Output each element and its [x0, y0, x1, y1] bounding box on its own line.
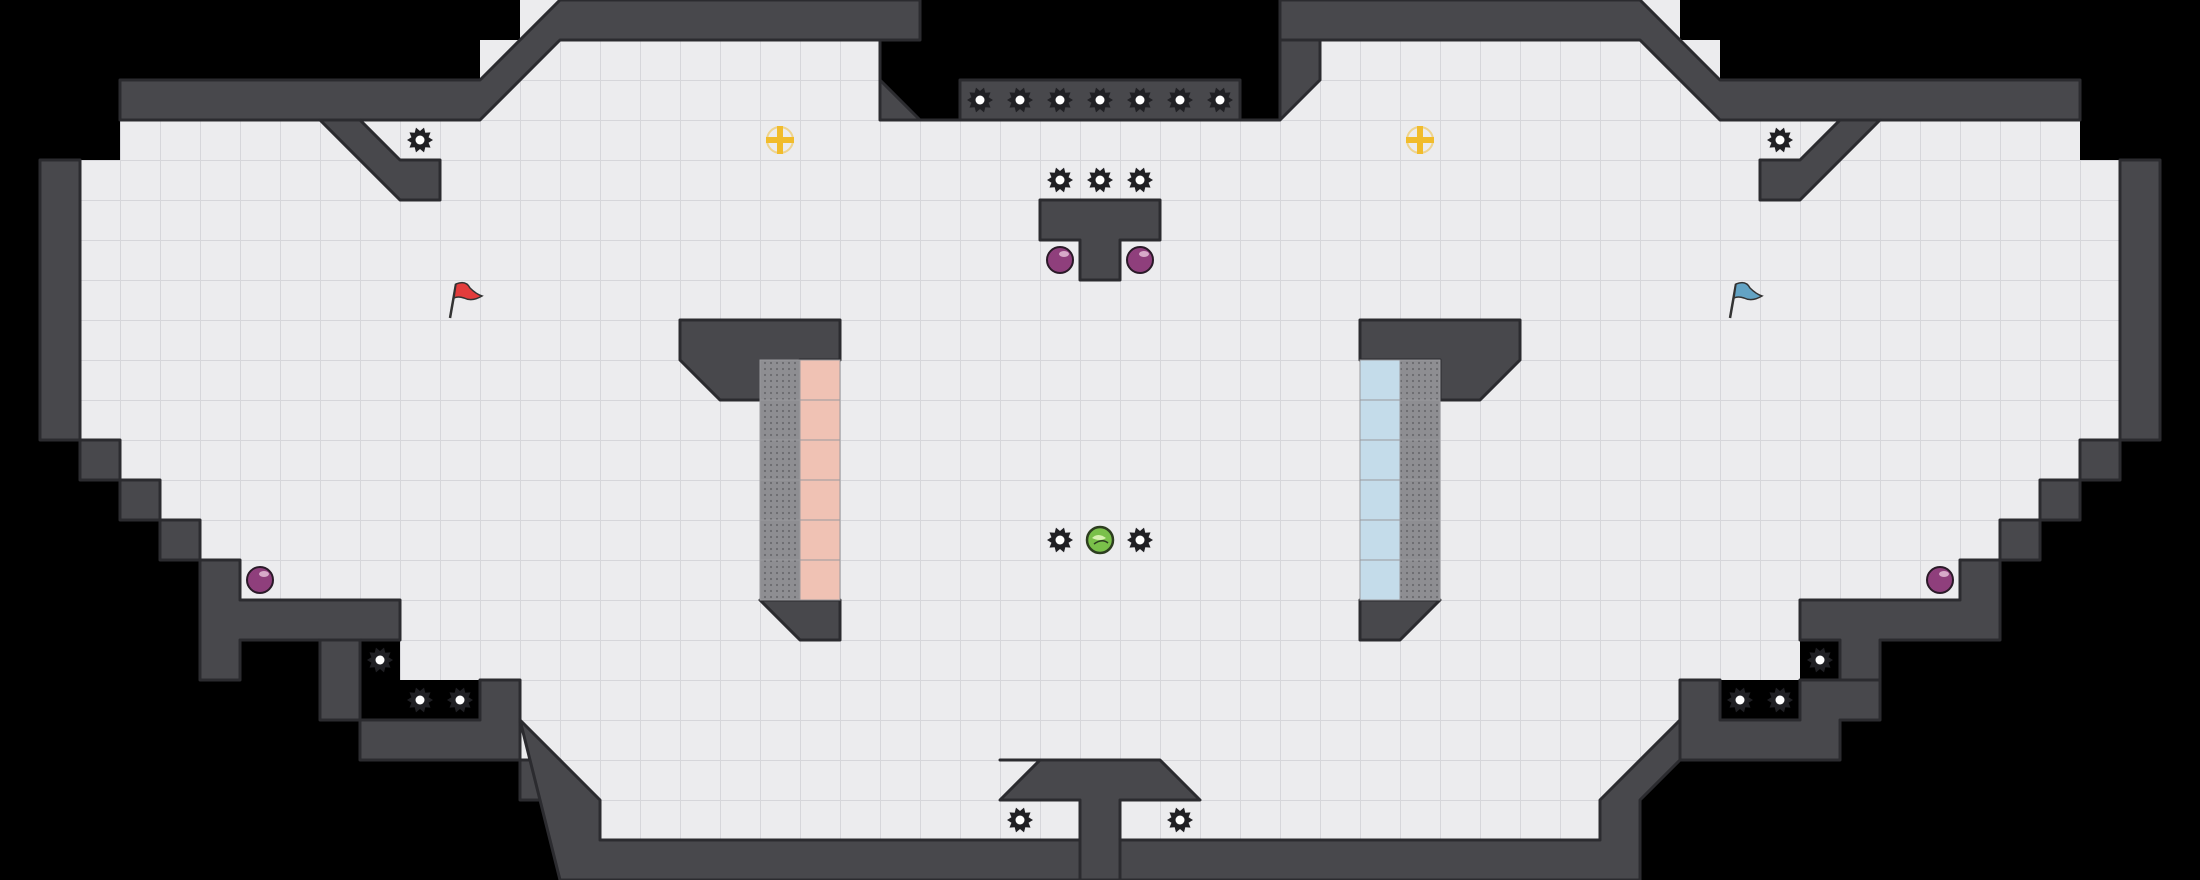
- wall: [118, 478, 162, 522]
- wall: [198, 558, 402, 682]
- red-gate-tile: [799, 359, 841, 401]
- spike: [1047, 87, 1073, 113]
- boost-pad: [766, 126, 794, 154]
- arena-floor: [80, 40, 2120, 840]
- red-gate-tile: [799, 439, 841, 481]
- blue-gate-tile: [1359, 359, 1401, 401]
- spike: [407, 127, 433, 153]
- powerup: [246, 566, 274, 594]
- spike: [1767, 687, 1793, 713]
- wall: [1998, 518, 2042, 562]
- walls: [38, 0, 2162, 880]
- red-gate-tile: [799, 479, 841, 521]
- pieces: [246, 87, 1954, 833]
- blue-gate-tile: [1359, 479, 1401, 521]
- gate-switch-tile: [1399, 559, 1441, 601]
- spike: [447, 687, 473, 713]
- spike: [1047, 167, 1073, 193]
- red-flag-icon: [448, 281, 484, 319]
- wall: [1798, 558, 2002, 682]
- spike: [1127, 87, 1153, 113]
- wall: [38, 158, 82, 442]
- wall: [1758, 118, 1882, 202]
- blue-gate-tile: [1359, 439, 1401, 481]
- gate-switch-tile: [1399, 519, 1441, 561]
- gate-switch-tile: [759, 399, 801, 441]
- spike: [1727, 687, 1753, 713]
- spike: [1087, 167, 1113, 193]
- wall: [1038, 198, 1162, 282]
- gate-switch-tile: [759, 439, 801, 481]
- wall: [2078, 438, 2122, 482]
- boost-pad: [1406, 126, 1434, 154]
- powerup: [1126, 246, 1154, 274]
- spike: [1807, 647, 1833, 673]
- blue-flag-icon: [1728, 281, 1764, 319]
- spike: [1047, 527, 1073, 553]
- blue-team-gate: [1359, 359, 1441, 601]
- red-gate-tile: [799, 559, 841, 601]
- wall: [998, 758, 1202, 880]
- spike: [1127, 527, 1153, 553]
- team-gates: [759, 359, 1441, 601]
- wall: [318, 118, 442, 202]
- red-gate-tile: [799, 519, 841, 561]
- gate-switch-tile: [1399, 359, 1441, 401]
- gate-switch-tile: [1399, 399, 1441, 441]
- spike: [1767, 127, 1793, 153]
- gate-switch-tile: [1399, 479, 1441, 521]
- gate-switch-tile: [759, 359, 801, 401]
- gate-switch-tile: [759, 559, 801, 601]
- wall: [2118, 158, 2162, 442]
- powerup: [1926, 566, 1954, 594]
- wall: [158, 518, 202, 562]
- wall: [78, 438, 122, 482]
- gate-switch-tile: [759, 479, 801, 521]
- spike: [1167, 87, 1193, 113]
- blue-gate-tile: [1359, 399, 1401, 441]
- spike: [1127, 167, 1153, 193]
- gate-switch-tile: [759, 519, 801, 561]
- ball: [1085, 525, 1115, 555]
- wall: [2038, 478, 2082, 522]
- red-gate-tile: [799, 399, 841, 441]
- spike: [1167, 807, 1193, 833]
- spike: [407, 687, 433, 713]
- spike: [967, 87, 993, 113]
- wall: [1678, 678, 1882, 762]
- blue-gate-tile: [1359, 559, 1401, 601]
- spike: [1207, 87, 1233, 113]
- red-team-gate: [759, 359, 841, 601]
- spike: [1007, 807, 1033, 833]
- blue-gate-tile: [1359, 519, 1401, 561]
- wall: [118, 0, 2082, 122]
- gate-switch-tile: [1399, 439, 1441, 481]
- spike: [367, 647, 393, 673]
- powerup: [1046, 246, 1074, 274]
- spike: [1087, 87, 1113, 113]
- spike: [1007, 87, 1033, 113]
